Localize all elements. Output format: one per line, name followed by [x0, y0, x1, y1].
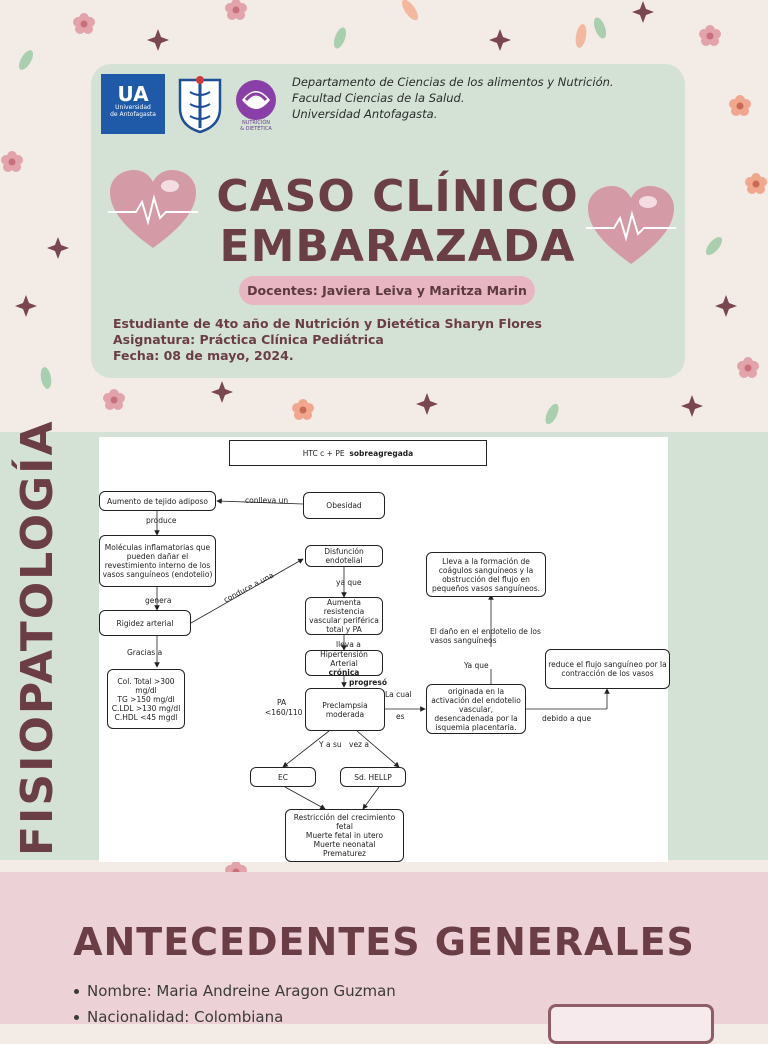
node-lleva-formacion: Lleva a la formación de coágulos sanguín… — [426, 552, 546, 597]
label-produce: produce — [146, 516, 177, 525]
list-item: Nacionalidad: Colombiana — [74, 1004, 396, 1030]
student-info: Estudiante de 4to año de Nutrición y Die… — [113, 316, 542, 363]
antecedentes-section — [0, 872, 768, 1024]
flow-diagram: HTC c + PE sobreagregada Obesidad conlle… — [99, 437, 670, 862]
fisiopatologia-label: FISIOPATOLOGÍA — [12, 419, 63, 856]
node-resultados: Restricción del crecimiento fetal Muerte… — [285, 809, 404, 862]
node-aumento-tejido: Aumento de tejido adiposo — [99, 491, 216, 511]
label-debido: debido a que — [542, 714, 592, 723]
nutrition-logo-caption: NUTRICIÓN & DIETÉTICA — [240, 120, 272, 132]
device-frame — [548, 1004, 714, 1044]
label-progreso: progresó — [349, 678, 387, 687]
label-pa: PA — [277, 698, 287, 707]
label-vez-a: vez a — [349, 740, 369, 749]
faculty-logo — [178, 76, 222, 134]
node-reduce-flujo: reduce el flujo sanguíneo por la contrac… — [545, 649, 670, 689]
node-preeclampsia: Preclampsia moderada — [305, 688, 385, 731]
label-la-cual: La cual — [385, 690, 412, 699]
label-pa-value: <160/110 — [265, 708, 303, 717]
node-moleculas: Moléculas inflamatorias que pueden dañar… — [99, 535, 216, 587]
label-ya-que-2: Ya que — [464, 661, 489, 670]
label-conlleva: conlleva un — [245, 496, 289, 505]
label-dano: El daño en el endotelio de los vasos san… — [430, 627, 541, 645]
bullet-icon — [74, 1015, 79, 1020]
nutrition-logo — [236, 80, 276, 120]
diagram-title-box: HTC c + PE sobreagregada — [229, 440, 487, 466]
label-genera: genera — [145, 596, 172, 605]
node-aumenta-resistencia: Aumenta resistencia vascular periférica … — [305, 597, 383, 635]
node-rigidez: Rigidez arterial — [99, 610, 191, 636]
label-lleva-a: lleva a — [336, 640, 361, 649]
node-ec: EC — [250, 767, 316, 787]
node-obesidad: Obesidad — [303, 492, 385, 519]
page-title: CASO CLÍNICO EMBARAZADA — [216, 171, 579, 272]
label-y-a-su: Y a su — [319, 740, 342, 749]
node-disfuncion: Disfunción endotelial — [305, 545, 383, 567]
bullet-icon — [74, 989, 79, 994]
node-originada: originada en la activación del endotelio… — [426, 684, 526, 734]
label-gracias: Gracias a — [127, 648, 163, 657]
label-es: es — [396, 712, 405, 721]
ua-logo: UA Universidad de Antofagasta — [101, 74, 165, 134]
diagram-arrows — [154, 498, 610, 810]
label-ya-que: ya que — [336, 578, 362, 587]
list-item: Nombre: Maria Andreine Aragon Guzman — [74, 978, 396, 1004]
antecedentes-list: Nombre: Maria Andreine Aragon Guzman Nac… — [74, 978, 396, 1030]
node-lipidos: Col. Total >300 mg/dl TG >150 mg/dl C.LD… — [107, 669, 185, 729]
node-hipertension: Hipertensión Arterial crónica — [305, 650, 383, 677]
node-hellp: Sd. HELLP — [340, 767, 406, 787]
docentes-pill: Docentes: Javiera Leiva y Maritza Marin — [239, 276, 535, 305]
department-info: Departamento de Ciencias de los alimento… — [292, 75, 614, 121]
antecedentes-title: ANTECEDENTES GENERALES — [73, 920, 695, 964]
